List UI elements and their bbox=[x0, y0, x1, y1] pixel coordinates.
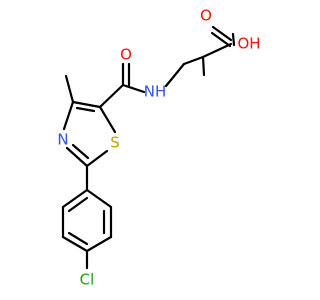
atom-oxygen-carbonyl-acid: O bbox=[200, 7, 212, 25]
bond-c5-c4 bbox=[71, 100, 102, 109]
bond-ar-4 bbox=[61, 235, 89, 253]
atom-nitrogen-amide: NH bbox=[144, 83, 167, 101]
bond-n3-c2-inner bbox=[71, 143, 90, 160]
bond-ch2-ch2-b bbox=[182, 55, 205, 66]
bond-c-oh bbox=[231, 32, 236, 47]
bond-ar-6 bbox=[61, 188, 89, 209]
bond-ar-1 bbox=[85, 188, 113, 209]
bond-c-double-o-2 bbox=[211, 25, 233, 42]
bond-s1-c5 bbox=[98, 105, 117, 134]
bond-n-carbonyl bbox=[121, 83, 146, 94]
bond-c5-c4-inner bbox=[75, 106, 96, 113]
atom-oxygen-hydroxyl: OH bbox=[237, 35, 260, 53]
bond-c4-methyl bbox=[64, 74, 75, 104]
atom-nitrogen-ring: N bbox=[57, 131, 68, 149]
molecular-structure-diagram: O OH O NH N S Cl bbox=[57, 7, 260, 289]
bond-ar-4-inner bbox=[67, 231, 89, 246]
bond-carbonyl-c5 bbox=[98, 83, 125, 109]
bond-lines bbox=[61, 25, 236, 270]
bond-ar-6-inner bbox=[67, 196, 89, 213]
bond-cooh-ch2 bbox=[201, 42, 233, 59]
atom-chlorine: Cl bbox=[80, 271, 95, 289]
bond-c-double-o bbox=[210, 31, 232, 48]
bond-c2-s1 bbox=[85, 149, 109, 168]
bond-ar-3 bbox=[85, 235, 113, 253]
bond-ch2-ch2 bbox=[201, 55, 206, 77]
bond-c4-n3 bbox=[62, 100, 75, 131]
bond-n3-c2 bbox=[65, 146, 89, 168]
atom-sulfur-ring: S bbox=[110, 134, 120, 152]
atom-oxygen-amide: O bbox=[120, 46, 132, 64]
atom-labels: O OH O NH N S Cl bbox=[57, 7, 260, 289]
bond-ch2-n bbox=[164, 62, 186, 88]
